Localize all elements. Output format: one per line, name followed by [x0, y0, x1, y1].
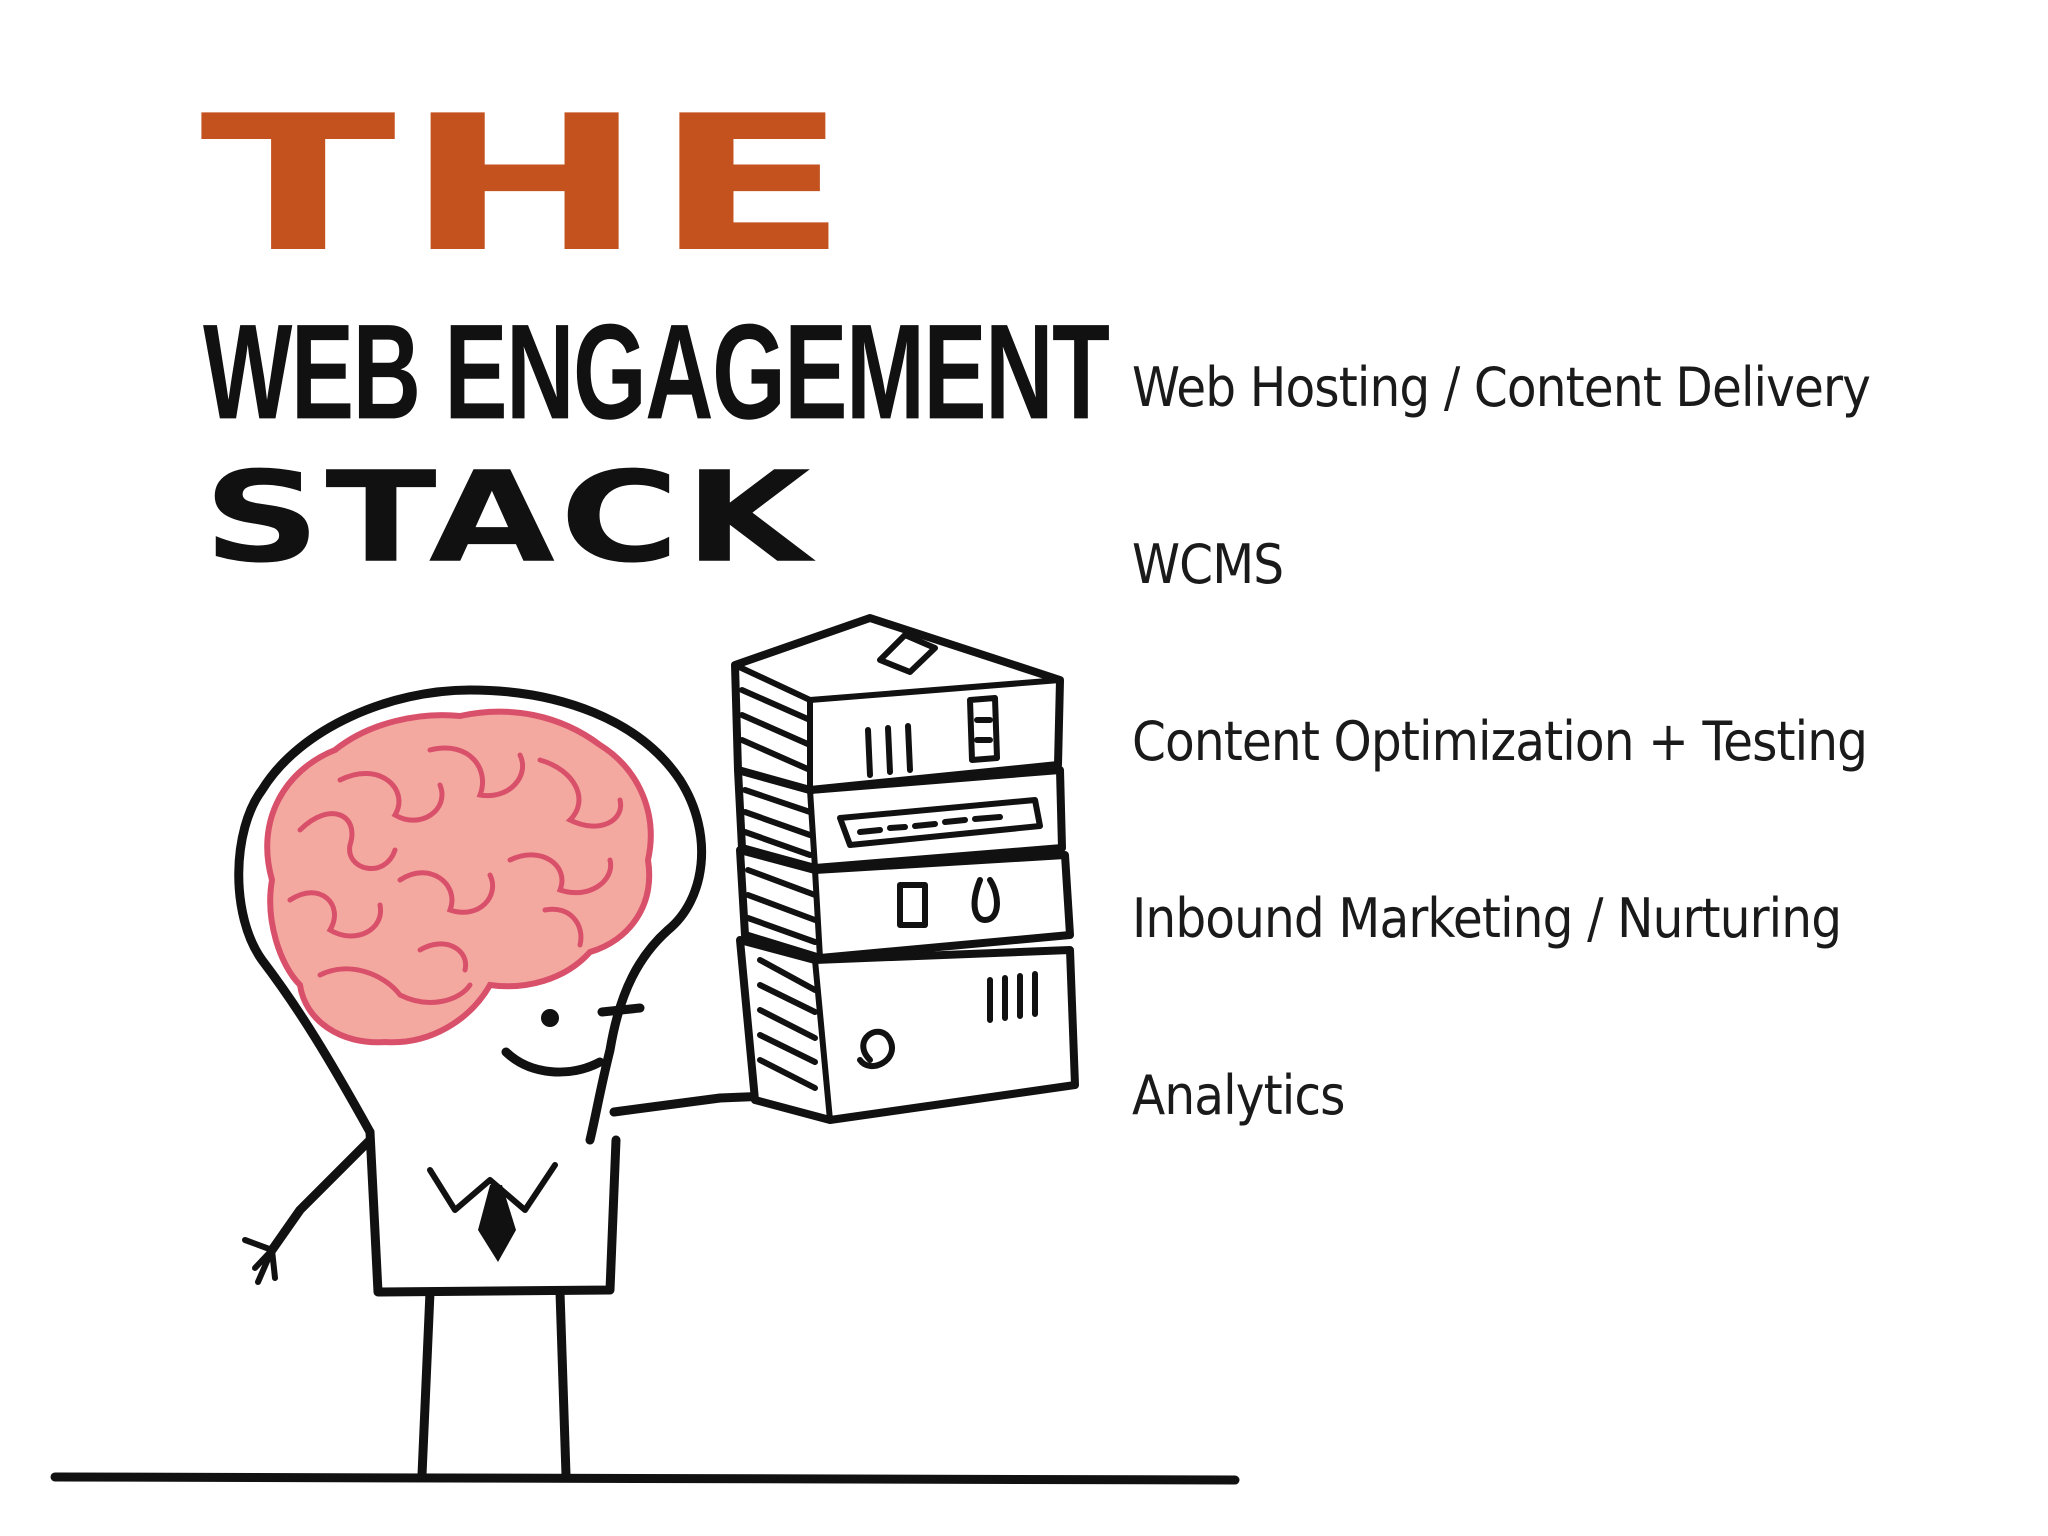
book-stack-icon: [731, 614, 1079, 1124]
left-arm-icon: [267, 1135, 375, 1255]
body-outline-icon: [365, 1127, 621, 1297]
smile-icon: [501, 1047, 605, 1077]
stack-layer-list: Web Hosting / Content Delivery WCMS Cont…: [1132, 358, 1952, 1243]
stack-item-wcms: WCMS: [1132, 533, 1284, 596]
stack-item-inbound: Inbound Marketing / Nurturing: [1132, 887, 1842, 950]
title-web-engagement: WEB ENGAGEMENT: [203, 296, 1110, 449]
ground-line-icon: [50, 1472, 1240, 1485]
stack-item-analytics: Analytics: [1132, 1064, 1345, 1127]
head-outline-icon: [234, 685, 707, 1145]
stack-item-optimization: Content Optimization + Testing: [1132, 710, 1868, 773]
left-hand-icon: [242, 1237, 278, 1285]
stack-item-hosting: Web Hosting / Content Delivery: [1132, 356, 1871, 419]
right-leg-icon: [555, 1287, 571, 1480]
eye-icon: [541, 1009, 559, 1027]
tie-icon: [478, 1185, 516, 1262]
title-stack: STACK: [203, 444, 816, 591]
brain-icon: [264, 708, 654, 1046]
nose-icon: [597, 1003, 645, 1017]
title-the: THE: [200, 76, 858, 294]
collar-icon: [427, 1162, 558, 1213]
right-arm-icon: [609, 1091, 773, 1117]
left-leg-icon: [417, 1287, 435, 1480]
